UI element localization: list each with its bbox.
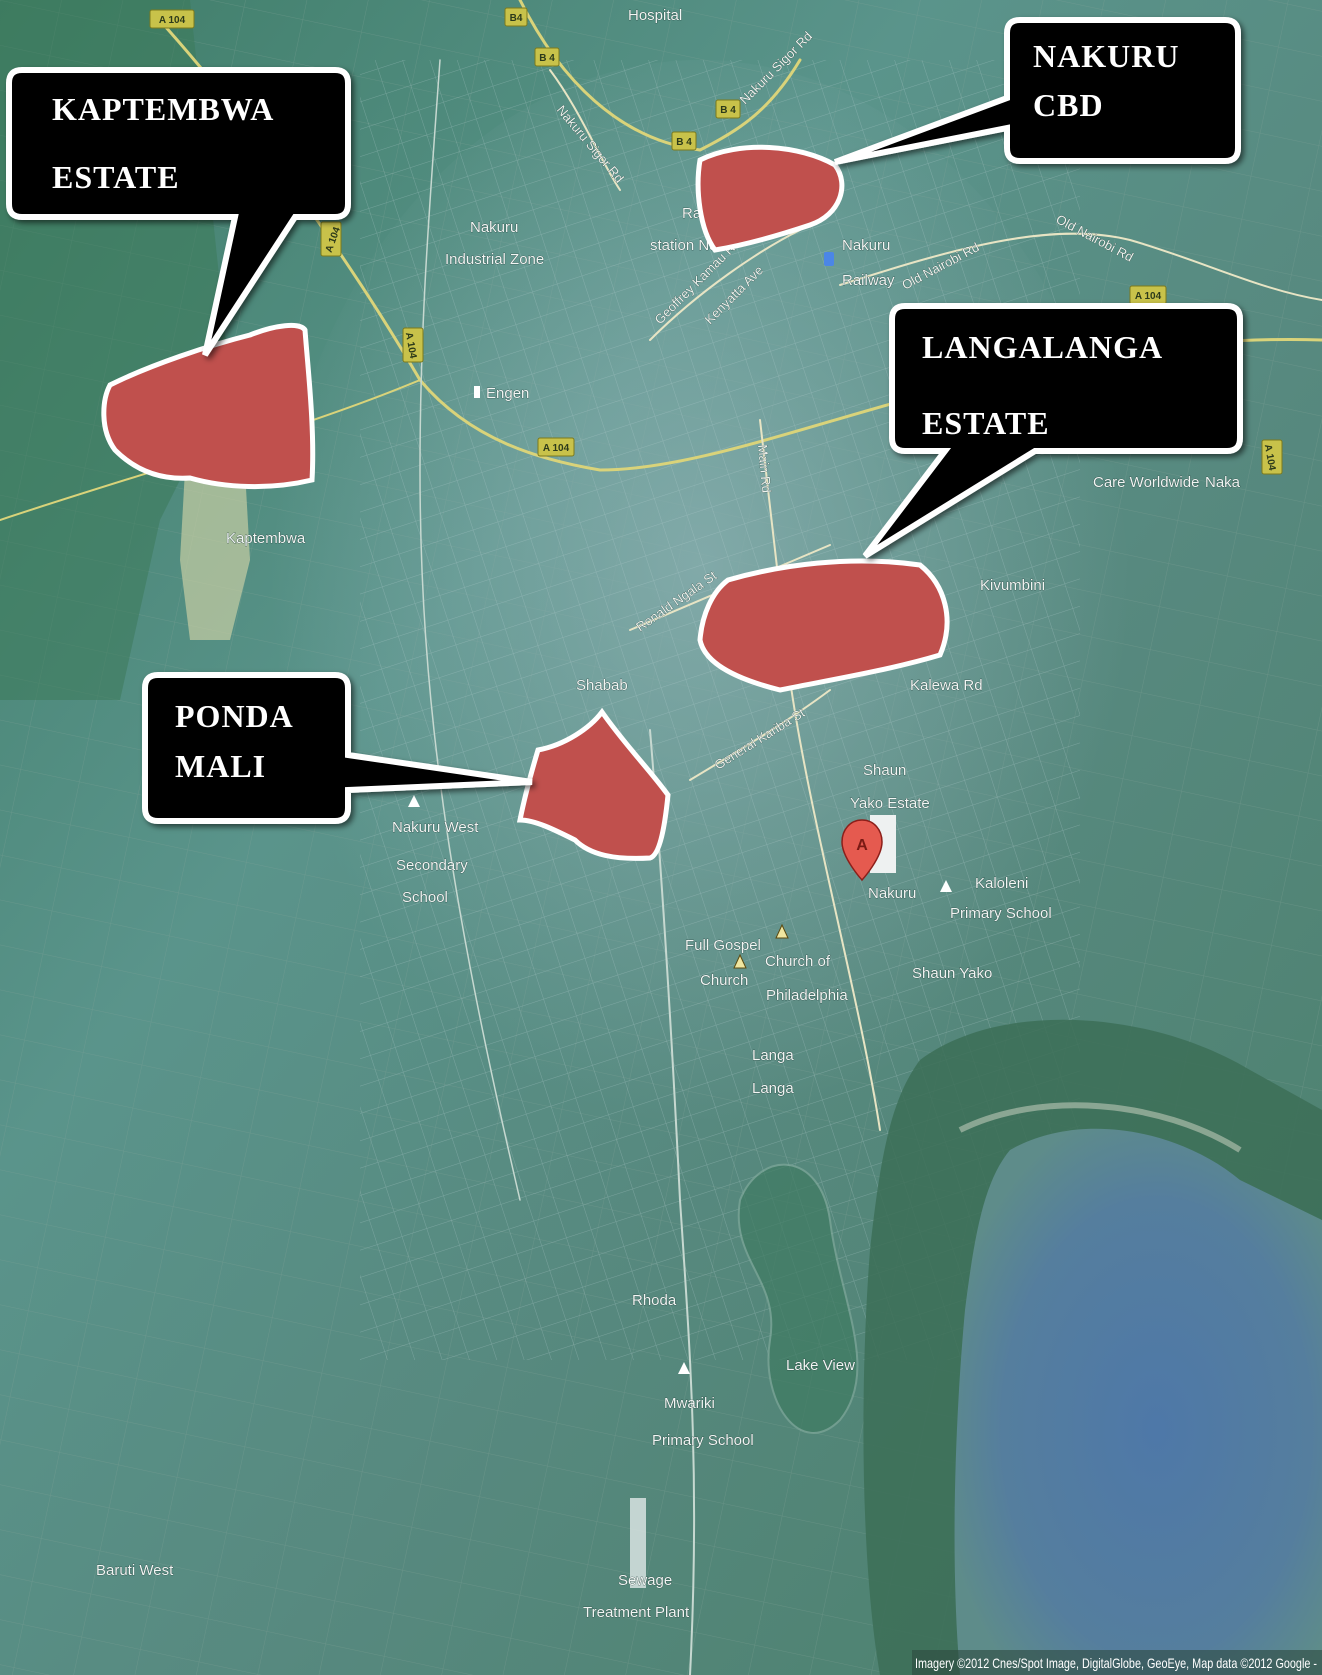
callout-langalanga-estate: LANGALANGA ESTATE (862, 303, 1243, 559)
label-sewage-2: Treatment Plant (583, 1604, 690, 1621)
callout-pondamali-line2: MALI (175, 748, 266, 784)
fuel-station-icon (474, 386, 480, 398)
road-shield-a104-far-right: A 104 (1261, 439, 1283, 475)
svg-text:A 104: A 104 (1135, 291, 1162, 302)
label-shabab: Shabab (576, 677, 628, 694)
label-lake-view: Lake View (786, 1357, 855, 1374)
callout-kaptembwa-line1: KAPTEMBWA (52, 91, 274, 127)
road-western-boundary (419, 59, 521, 1201)
svg-text:A 104: A 104 (543, 443, 570, 454)
label-full-gospel-2: Church (700, 972, 748, 989)
callout-kaptembwa-estate: KAPTEMBWA ESTATE (6, 67, 351, 357)
road-shield-a104-mid: A 104 (402, 327, 424, 363)
road-shield-b4-a: B 4 (534, 47, 560, 67)
svg-text:A 104: A 104 (403, 332, 418, 360)
road-shield-a104-left: A 104 (320, 221, 343, 257)
svg-text:B 4: B 4 (676, 137, 692, 148)
label-kalewa-rd: Kalewa Rd (910, 677, 983, 694)
open-ground-kaptembwa (180, 470, 250, 640)
area-kaptembwa-estate (101, 322, 316, 490)
label-baruti-west: Baruti West (96, 1562, 174, 1579)
school-icon (940, 880, 952, 892)
road-shield-b4-b: B 4 (715, 99, 741, 119)
svg-text:A 104: A 104 (159, 15, 186, 26)
road-shield-b4-top: B4 (504, 7, 528, 27)
sewage-strip (630, 1498, 646, 1588)
label-industrial-zone-2: Industrial Zone (445, 251, 544, 268)
label-kaloleni-1: Kaloleni (975, 875, 1028, 892)
label-rhoda: Rhoda (632, 1292, 677, 1309)
lake-shore-flats (958, 1102, 1242, 1153)
church-icon (733, 953, 747, 969)
location-pin-icon: A (841, 819, 883, 882)
label-kaptembwa: Kaptembwa (226, 530, 306, 547)
label-full-gospel-1: Full Gospel (685, 937, 761, 954)
lake-view-ridge (737, 1163, 859, 1434)
label-naka: Naka (1205, 474, 1241, 491)
label-kaloleni-2: Primary School (950, 905, 1052, 922)
callout-nakuru-line1: NAKURU (1033, 38, 1179, 74)
label-sewage-1: Sewage (618, 1572, 672, 1589)
label-engen: Engen (486, 385, 529, 402)
road-general-kariba (689, 689, 831, 781)
label-nakuru-railway-1: Nakuru (842, 237, 890, 254)
label-nakuru-west-2: Secondary (396, 857, 468, 874)
label-care-worldwide: Care Worldwide (1093, 474, 1199, 491)
svg-text:B 4: B 4 (720, 105, 736, 116)
callout-langalanga-line2: ESTATE (922, 405, 1050, 441)
label-industrial-zone-1: Nakuru (470, 219, 518, 236)
callout-nakuru-line2: CBD (1033, 87, 1104, 123)
school-icon (408, 795, 420, 807)
label-kivumbini: Kivumbini (980, 577, 1045, 594)
map-attribution: Imagery ©2012 Cnes/Spot Image, DigitalGl… (915, 1655, 1317, 1671)
road-geoffrey-kamau (649, 229, 801, 341)
school-icon (678, 1362, 690, 1374)
road-shield-b4-c: B 4 (671, 131, 697, 151)
svg-text:A 104: A 104 (1262, 444, 1277, 472)
callout-langalanga-line1: LANGALANGA (922, 329, 1163, 365)
church-icon (775, 923, 789, 939)
road-old-nairobi (839, 232, 1322, 301)
callout-nakuru-cbd: NAKURU CBD (833, 17, 1241, 165)
area-langalanga-estate (697, 558, 950, 693)
label-langa-1: Langa (752, 1047, 794, 1064)
road-shield-a104-top: A 104 (149, 9, 195, 29)
railway-station-icon (824, 252, 834, 266)
map-attribution-bar (912, 1650, 1322, 1675)
svg-text:B 4: B 4 (539, 53, 555, 64)
road-main (759, 419, 881, 1131)
label-nakuru-west-1: Nakuru West (392, 819, 479, 836)
label-shaun-yako: Shaun Yako (912, 965, 992, 982)
label-hospital: Hospital (628, 7, 682, 24)
label-nakuru-town: Nakuru (868, 885, 916, 902)
label-shaun-yako-estate-2: Yako Estate (850, 795, 930, 812)
road-shield-a104-center: A 104 (537, 437, 575, 457)
callout-kaptembwa-line2: ESTATE (52, 159, 180, 195)
area-nakuru-cbd (695, 144, 845, 253)
callout-pondamali-line1: PONDA (175, 698, 294, 734)
svg-text:B4: B4 (510, 13, 523, 24)
label-philadelphia-1: Church of (765, 953, 831, 970)
lake-nakuru (954, 1128, 1322, 1675)
callout-ponda-mali: PONDA MALI (142, 672, 533, 824)
label-shaun-yako-estate-1: Shaun (863, 762, 906, 779)
road-nakuru-sigor (549, 69, 621, 191)
road-shield-a104-right: A 104 (1129, 285, 1167, 305)
label-mwariki-2: Primary School (652, 1432, 754, 1449)
label-philadelphia-2: Philadelphia (766, 987, 848, 1004)
label-langa-2: Langa (752, 1080, 794, 1097)
road-label-main-rd: Main Rd (755, 444, 774, 494)
marker-letter: A (856, 837, 868, 854)
label-nakuru-railway-2: Railway (842, 272, 895, 289)
area-ponda-mali (516, 707, 671, 861)
label-nakuru-west-3: School (402, 889, 448, 906)
label-mwariki-1: Mwariki (664, 1395, 715, 1412)
road-south-spine (649, 729, 696, 1675)
